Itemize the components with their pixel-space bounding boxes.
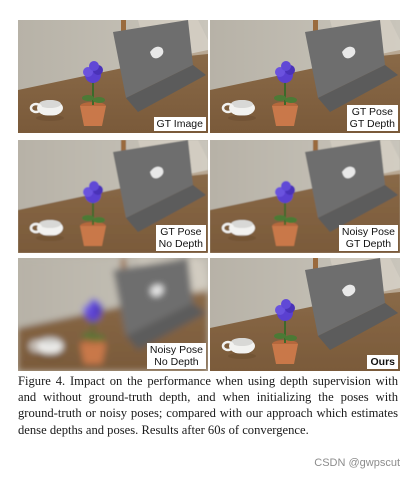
watermark: CSDN @gwpscut bbox=[314, 457, 400, 469]
caption-suffix: of convergence. bbox=[228, 422, 309, 437]
figure-panel-p6: Ours bbox=[210, 258, 400, 371]
panel-label-line: GT Pose bbox=[351, 106, 393, 118]
panel-label: Ours bbox=[367, 355, 398, 369]
figure-panel-p1: GT Image bbox=[18, 20, 208, 133]
panel-label-line: GT Image bbox=[156, 118, 204, 130]
panel-label-line: Ours bbox=[370, 356, 395, 368]
caption-unit: s bbox=[220, 422, 226, 437]
scene-image bbox=[210, 140, 400, 253]
caption-text: Impact on the performance when using dep… bbox=[18, 374, 398, 437]
panel-label-line: Noisy Pose bbox=[149, 344, 203, 356]
figure-caption: Figure 4. Impact on the performance when… bbox=[18, 373, 398, 438]
panel-label-line: No Depth bbox=[158, 238, 203, 250]
panel-label: GT Image bbox=[153, 117, 206, 131]
panel-label-line: No Depth bbox=[154, 356, 199, 368]
panel-label-line: GT Pose bbox=[160, 226, 202, 238]
panel-label-line: GT Depth bbox=[345, 238, 392, 250]
scene-image bbox=[18, 20, 208, 133]
panel-label-line: GT Depth bbox=[349, 118, 395, 130]
scene-image bbox=[210, 258, 400, 371]
panel-label-line: Noisy Pose bbox=[341, 226, 395, 238]
caption-prefix: Figure 4. bbox=[18, 374, 66, 388]
